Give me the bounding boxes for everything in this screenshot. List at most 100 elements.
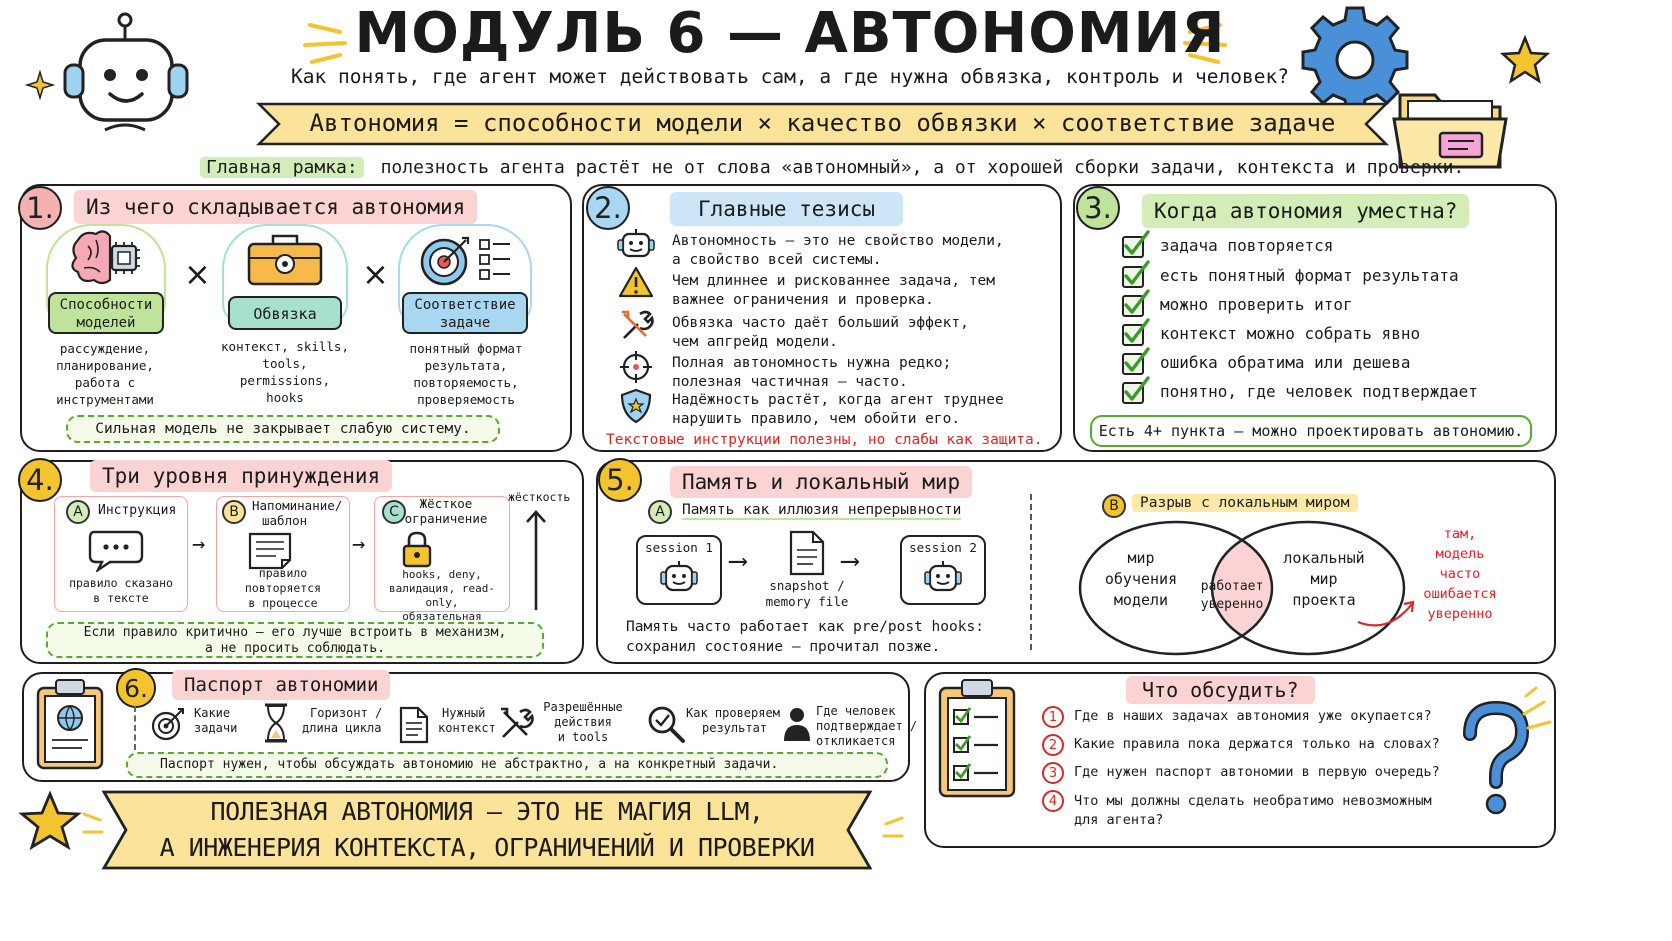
panel-3-title: Когда автономия уместна? bbox=[1142, 194, 1470, 228]
panel-2-title: Главные тезисы bbox=[670, 192, 904, 226]
panel-4-number: 4. bbox=[18, 458, 62, 502]
panel-5-number: 5. bbox=[598, 458, 642, 502]
snapshot-label: snapshot /memory file bbox=[765, 578, 849, 609]
venn-diagram bbox=[1078, 520, 1406, 656]
session-2-label: session 2 bbox=[909, 540, 977, 555]
memory-b-letter: B bbox=[1102, 494, 1126, 518]
memory-divider bbox=[1030, 494, 1032, 650]
target-icon bbox=[420, 236, 510, 286]
component-label-model: Способности моделей bbox=[48, 292, 164, 334]
level-a-letter: A bbox=[66, 500, 90, 524]
panel-5-title: Память и локальный мир bbox=[670, 466, 973, 498]
session-1-box bbox=[636, 535, 722, 605]
question-1-number: 1 bbox=[1042, 706, 1064, 728]
gear-icon bbox=[1301, 6, 1409, 114]
clipboard-globe-icon bbox=[36, 679, 104, 770]
dash-marks-icon bbox=[303, 23, 347, 64]
component-desc-fit: понятный формат результата, повторяемост… bbox=[409, 341, 523, 407]
target-icon bbox=[151, 708, 184, 741]
check-icon bbox=[1122, 382, 1144, 404]
check-item-4: контекст можно собрать явно bbox=[1160, 324, 1421, 343]
panel-1-title: Из чего складывается автономия bbox=[74, 190, 478, 224]
person-icon bbox=[784, 708, 810, 741]
robot-mascot-icon bbox=[63, 12, 189, 132]
level-b-name: Напоминание/шаблон bbox=[252, 498, 343, 528]
check-icon bbox=[1122, 353, 1144, 375]
question-mark-icon bbox=[1463, 700, 1530, 815]
note-icon bbox=[248, 532, 292, 570]
level-b-letter: B bbox=[222, 500, 246, 524]
panel-2-number: 2. bbox=[586, 186, 630, 230]
question-2: Какие правила пока держатся только на сл… bbox=[1074, 736, 1440, 752]
arrow-icon: ⟶ bbox=[730, 546, 746, 576]
hourglass-icon bbox=[265, 703, 287, 743]
panel-7-title: Что обсудить? bbox=[1126, 676, 1315, 704]
bottom-banner-text: ПОЛЕЗНАЯ АВТОНОМИЯ – ЭТО НЕ МАГИЯ LLM, А… bbox=[159, 797, 815, 862]
folder-icon bbox=[1392, 93, 1508, 169]
component-label-harness: Обвязка bbox=[228, 296, 342, 330]
level-a-name: Инструкция bbox=[98, 503, 177, 518]
robot-icon bbox=[660, 561, 698, 592]
thesis-1: Автономность — это не свойство модели,а … bbox=[672, 233, 1004, 268]
main-frame-text: полезность агента растёт не от слова «ав… bbox=[380, 157, 1465, 178]
rigidity-axis-label: жёсткость bbox=[508, 490, 571, 504]
panel-6-footer: Паспорт нужен, чтобы обсуждать автономию… bbox=[126, 752, 888, 778]
clipboard-checklist-icon bbox=[938, 679, 1016, 798]
dash-marks-icon bbox=[882, 816, 904, 838]
question-4: Что мы должны сделать необратимо невозмо… bbox=[1074, 793, 1432, 828]
panel-2-footer: Текстовые инструкции полезны, но слабы к… bbox=[606, 432, 1043, 448]
memory-b-title: Разрыв с локальным миром bbox=[1132, 494, 1358, 512]
brain-chip-icon bbox=[71, 230, 140, 285]
passport-divider bbox=[134, 706, 136, 750]
passport-item-2: Горизонт /длина цикла bbox=[302, 706, 383, 735]
star-icon bbox=[18, 790, 82, 851]
robot-icon bbox=[617, 229, 655, 258]
panel-6-title: Паспорт автономии bbox=[172, 670, 391, 700]
checkmarks-icon bbox=[1124, 230, 1150, 401]
arrow-icon: → bbox=[352, 532, 366, 557]
question-3: Где нужен паспорт автономии в первую оче… bbox=[1074, 764, 1440, 780]
check-item-1: задача повторяется bbox=[1160, 236, 1334, 255]
arrow-icon: → bbox=[192, 532, 206, 557]
panel-6-number: 6. bbox=[116, 668, 156, 708]
question-1: Где в наших задачах автономия уже окупае… bbox=[1074, 708, 1432, 724]
tools-icon bbox=[501, 707, 534, 738]
robot-icon bbox=[924, 561, 962, 592]
document-icon bbox=[399, 706, 429, 744]
check-icon bbox=[1122, 236, 1144, 258]
check-icon bbox=[1122, 266, 1144, 288]
component-desc-model: рассуждение, планирование, работа с инст… bbox=[56, 341, 154, 407]
warning-icon bbox=[618, 266, 654, 298]
page-subtitle: Как понять, где агент может действовать … bbox=[291, 65, 1289, 88]
memory-a-title: Память как иллюзия непрерывности bbox=[682, 502, 962, 520]
panel-4-footer: Если правило критично — его лучше встрои… bbox=[46, 622, 544, 658]
question-2-number: 2 bbox=[1042, 734, 1064, 756]
thesis-3: Обвязка часто даёт больший эффект,чем ап… bbox=[672, 315, 969, 350]
mult-sign-1: × bbox=[184, 255, 211, 293]
shield-icon bbox=[620, 388, 652, 424]
main-frame-label: Главная рамка: bbox=[200, 157, 364, 178]
star-icon bbox=[1500, 35, 1550, 84]
check-item-6: понятно, где человек подтверждает bbox=[1160, 382, 1478, 401]
speech-bubble-icon bbox=[88, 530, 144, 572]
document-icon bbox=[789, 530, 825, 576]
formula-banner-shape bbox=[255, 102, 1390, 146]
arrow-icon: ⟶ bbox=[842, 546, 858, 576]
page-title: МОДУЛЬ 6 — АВТОНОМИЯ bbox=[354, 1, 1226, 66]
panel-when bbox=[1073, 184, 1557, 452]
level-c-letter: C bbox=[382, 500, 406, 524]
crosshair-icon bbox=[620, 351, 652, 383]
panel-3-footer: Есть 4+ пункта — можно проектировать авт… bbox=[1090, 415, 1532, 447]
check-icon bbox=[1122, 324, 1144, 346]
component-desc-harness: контекст, skills, tools, permissions, ho… bbox=[221, 339, 349, 405]
session-1-label: session 1 bbox=[645, 540, 713, 555]
check-item-5: ошибка обратима или дешева bbox=[1160, 353, 1411, 372]
question-4-number: 4 bbox=[1042, 790, 1064, 812]
